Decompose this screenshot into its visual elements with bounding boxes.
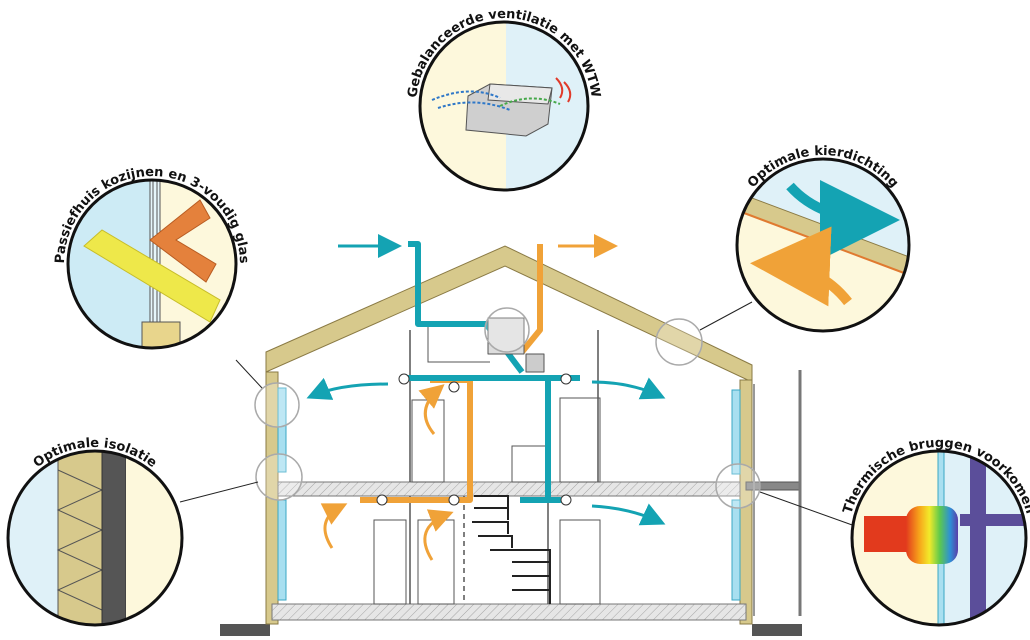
ventilation-ducts (360, 241, 580, 506)
first-floor (277, 481, 741, 497)
ground-left (220, 624, 270, 636)
left-wall (265, 371, 279, 625)
valve (376, 494, 388, 506)
window-left-lower (277, 499, 287, 601)
callout-insulation: Optimale isolatie (6, 436, 184, 627)
window-right-lower (731, 499, 741, 601)
window-left-upper (277, 387, 287, 473)
supply-duct (406, 241, 580, 503)
ground-right (752, 624, 802, 636)
callout-airtightness: Optimale kierdichting (735, 144, 911, 333)
window-right-upper (731, 389, 741, 475)
staircase (472, 495, 551, 604)
valve (448, 381, 460, 393)
house-section (220, 245, 802, 636)
valve (398, 373, 410, 385)
valve (560, 373, 572, 385)
leader-lines (179, 301, 856, 527)
valve (448, 494, 460, 506)
ground-floor (271, 603, 747, 621)
detail-markers (254, 307, 761, 509)
airflow-arrows (306, 234, 666, 561)
valve (560, 494, 572, 506)
callout-windows: Passiefhuis kozijnen en 3-voudig glas (53, 165, 251, 350)
callout-ventilation: Gebalanceerde ventilatie met WTW (405, 7, 603, 192)
callout-thermal-bridges: Thermische bruggen voorkomen (841, 436, 1030, 627)
